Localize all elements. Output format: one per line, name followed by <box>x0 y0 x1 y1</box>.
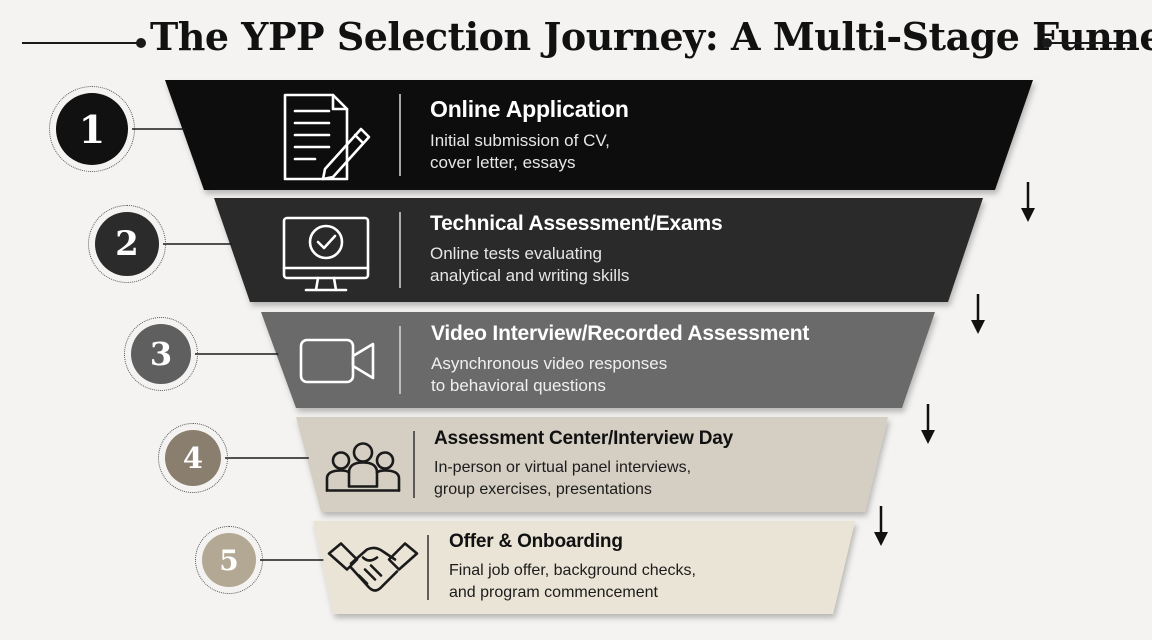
stage-2-description: Online tests evaluating analytical and w… <box>430 243 722 287</box>
stage-3-text: Video Interview/Recorded Assessment Asyn… <box>431 322 809 397</box>
title-rule-left <box>22 42 138 44</box>
stage-3-description: Asynchronous video responses to behavior… <box>431 353 809 397</box>
group-people-icon <box>325 442 401 492</box>
document-pen-icon <box>283 93 371 181</box>
stage-5-number-badge: 5 <box>202 533 256 587</box>
stage-5-description-line-1: Final job offer, background checks, <box>449 562 696 579</box>
stage-5-badge-ring <box>195 526 263 594</box>
stage-4-band <box>296 417 888 512</box>
stage-3-description-line-2: to behavioral questions <box>431 376 606 395</box>
video-camera-icon <box>299 338 375 384</box>
stage-1-title: Online Application <box>430 96 629 122</box>
stage-1-description-line-2: cover letter, essays <box>430 153 576 172</box>
stage-4-down-arrow-icon <box>874 506 888 546</box>
stage-5-description: Final job offer, background checks, and … <box>449 560 696 604</box>
stage-3-down-arrow-icon <box>921 404 935 444</box>
handshake-icon <box>327 542 419 592</box>
monitor-check-icon <box>282 216 370 292</box>
title-rule-right <box>1048 42 1134 44</box>
stage-4-description-line-1: In-person or virtual panel interviews, <box>434 459 692 476</box>
stage-1-description-line-1: Initial submission of CV, <box>430 131 610 150</box>
stage-3-band <box>261 312 935 408</box>
stage-4-description: In-person or virtual panel interviews, g… <box>434 457 733 501</box>
stage-5-text: Offer & Onboarding Final job offer, back… <box>449 531 696 604</box>
stage-4-text: Assessment Center/Interview Day In-perso… <box>434 428 733 501</box>
stage-1-badge-ring <box>49 86 135 172</box>
stage-2-badge-ring <box>88 205 166 283</box>
stage-1-band <box>165 80 1033 190</box>
title-row: The YPP Selection Journey: A Multi-Stage… <box>0 8 1152 74</box>
title-rule-dot-right <box>1042 38 1052 48</box>
stage-3-description-line-1: Asynchronous video responses <box>431 354 668 373</box>
stage-1-text: Online Application Initial submission of… <box>430 96 629 174</box>
stage-4-title: Assessment Center/Interview Day <box>434 428 733 449</box>
stage-1-down-arrow-icon <box>1021 182 1035 222</box>
stage-4-badge-ring <box>158 423 228 493</box>
stage-2-number-badge: 2 <box>95 212 159 276</box>
stage-3-title: Video Interview/Recorded Assessment <box>431 322 810 345</box>
stage-2-text: Technical Assessment/Exams Online tests … <box>430 212 723 287</box>
stage-2-down-arrow-icon <box>971 294 985 334</box>
stage-4-description-line-2: group exercises, presentations <box>434 481 652 498</box>
stage-2-description-line-1: Online tests evaluating <box>430 244 602 263</box>
stage-2-description-line-2: analytical and writing skills <box>430 266 630 285</box>
stage-5-description-line-2: and program commencement <box>449 584 658 601</box>
stage-1-description: Initial submission of CV, cover letter, … <box>430 130 629 174</box>
stage-5-band <box>313 521 855 614</box>
page-title: The YPP Selection Journey: A Multi-Stage… <box>150 14 1152 59</box>
stage-1-number-badge: 1 <box>56 93 128 165</box>
stage-4-number-badge: 4 <box>165 430 221 486</box>
stage-3-badge-ring <box>124 317 198 391</box>
stage-5-title: Offer & Onboarding <box>449 531 623 552</box>
stage-2-band <box>214 198 983 302</box>
stage-3-number-badge: 3 <box>131 324 191 384</box>
stage-2-title: Technical Assessment/Exams <box>430 212 723 235</box>
title-rule-dot-left <box>136 38 146 48</box>
